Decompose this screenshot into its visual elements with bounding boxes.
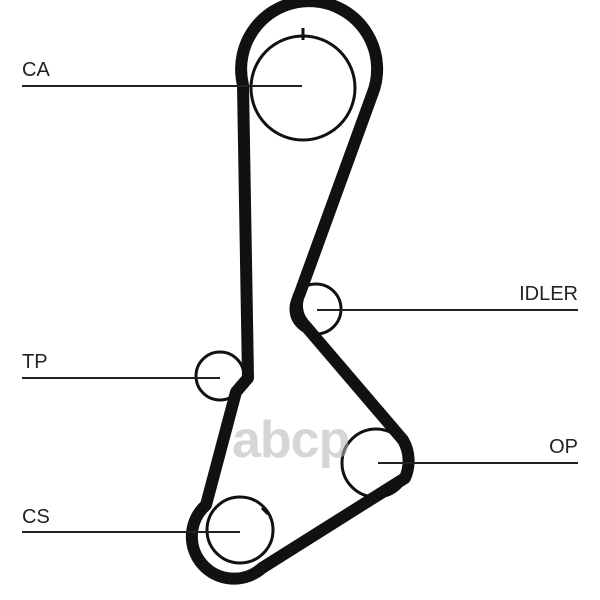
label-op: OP — [549, 436, 578, 458]
label-tp: TP — [22, 351, 48, 373]
label-cs: CS — [22, 506, 50, 528]
label-ca: CA — [22, 59, 50, 81]
pulley-ca — [249, 34, 357, 142]
pulley-tp — [194, 350, 246, 402]
watermark: abcp — [232, 411, 350, 469]
pulley-cs — [205, 495, 275, 565]
cs-mark — [260, 506, 270, 516]
label-idler: IDLER — [519, 283, 578, 305]
